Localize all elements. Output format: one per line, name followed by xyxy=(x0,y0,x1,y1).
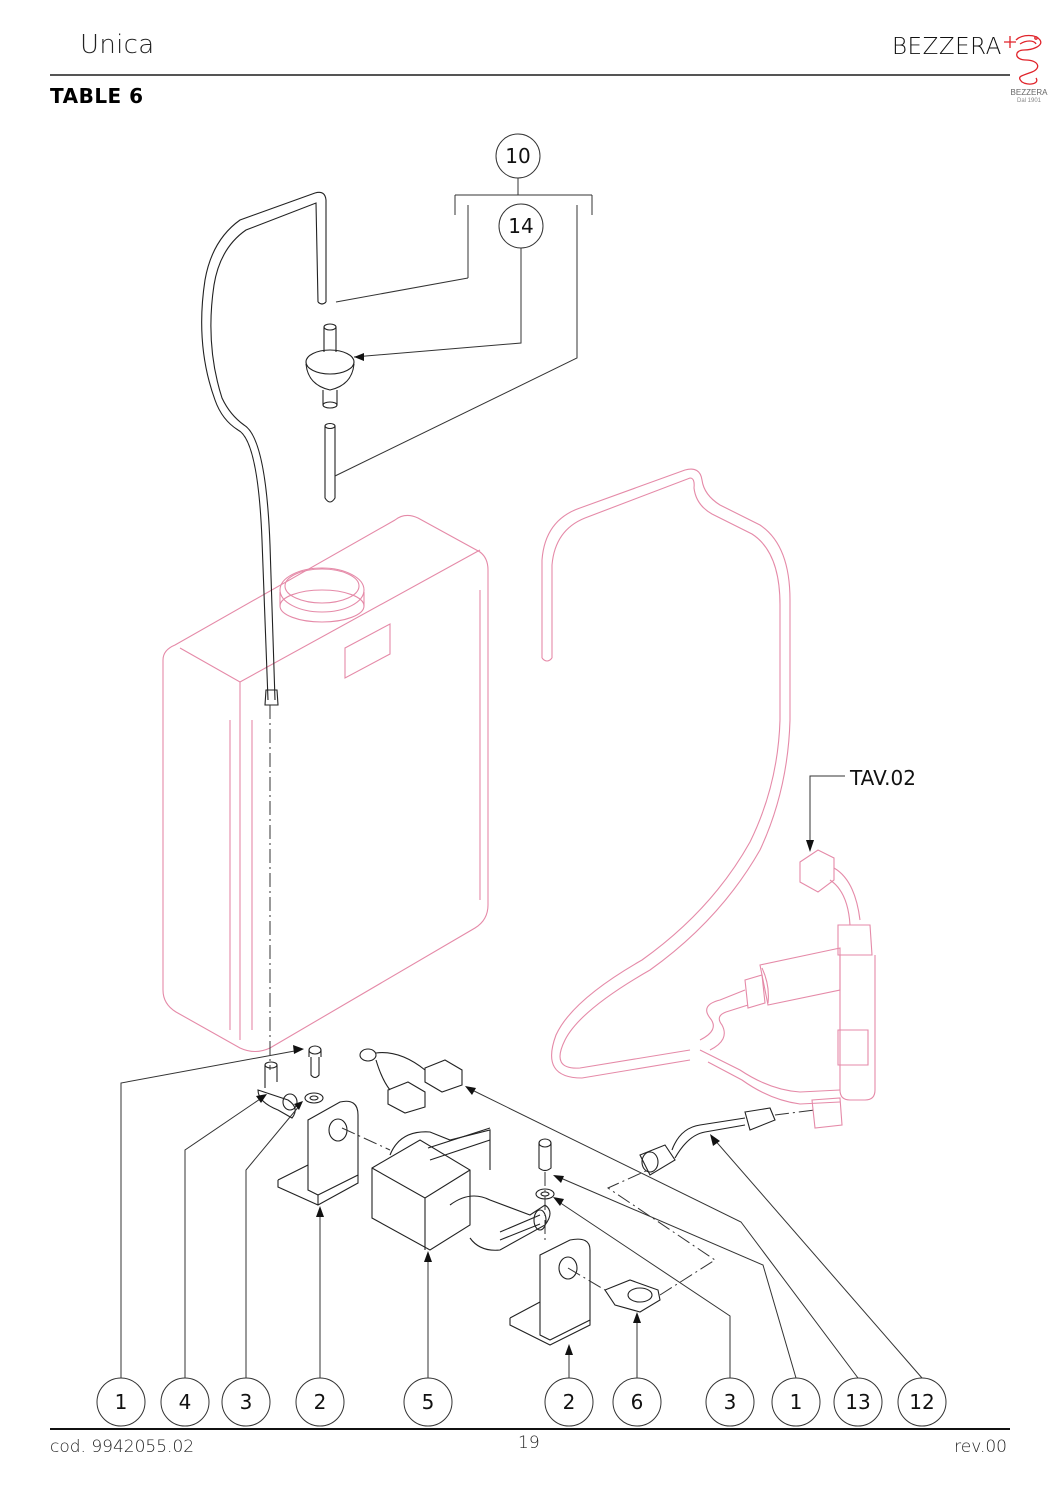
callout-number: 6 xyxy=(631,1390,644,1414)
wire-connector-part xyxy=(359,1048,463,1114)
screw-washer-left xyxy=(304,1045,324,1104)
footer-divider xyxy=(50,1428,1010,1430)
callout-balloon-13: 13 xyxy=(833,1377,883,1427)
long-tube-part xyxy=(201,191,327,706)
callout-number: 3 xyxy=(724,1390,737,1414)
callout-number: 10 xyxy=(505,144,530,168)
callout-number: 14 xyxy=(508,214,533,238)
callout-balloon-1: 1 xyxy=(96,1377,146,1427)
elbow-fitting-part xyxy=(604,1279,661,1313)
callout-number: 5 xyxy=(422,1390,435,1414)
header-divider xyxy=(50,74,1010,76)
reference-label: TAV.02 xyxy=(849,766,916,790)
callout-number: 13 xyxy=(845,1390,870,1414)
callout-balloon-12: 12 xyxy=(897,1377,947,1427)
callout-balloon-3: 3 xyxy=(221,1377,271,1427)
callout-number: 12 xyxy=(909,1390,934,1414)
check-valve-part xyxy=(305,323,355,503)
bottom-leader-lines xyxy=(120,1045,923,1379)
callout-balloon-4: 4 xyxy=(160,1377,210,1427)
top-callout-bracket xyxy=(334,178,593,477)
callout-number: 3 xyxy=(240,1390,253,1414)
page-number: 19 xyxy=(518,1433,540,1453)
model-title: Unica xyxy=(80,30,155,60)
callout-balloon-6: 6 xyxy=(612,1377,662,1427)
braided-pipe-part xyxy=(639,1107,776,1176)
vibration-pump-part xyxy=(371,1127,551,1251)
t-fitting-assembly-outline xyxy=(699,849,876,1129)
callout-number: 4 xyxy=(179,1390,192,1414)
callout-balloon-3b: 3 xyxy=(705,1377,755,1427)
callout-balloon-1b: 1 xyxy=(771,1377,821,1427)
bezzera-snake-logo-icon xyxy=(1004,34,1042,85)
return-tube-outline xyxy=(541,468,791,1079)
table-label: TABLE 6 xyxy=(50,84,144,108)
logo-text: BEZZERA xyxy=(1010,88,1048,97)
document-code: cod. 9942055.02 xyxy=(50,1437,195,1457)
revision-label: rev.00 xyxy=(954,1437,1007,1457)
bracket-right-part xyxy=(509,1238,591,1346)
callout-number: 1 xyxy=(790,1390,803,1414)
water-tank-outline xyxy=(162,514,489,1053)
callout-balloon-2: 2 xyxy=(295,1377,345,1427)
elbow-connector-part xyxy=(257,1061,298,1119)
logo-caption: BEZZERA Dal 1901 xyxy=(1004,88,1054,106)
callout-number: 1 xyxy=(115,1390,128,1414)
callout-balloon-10: 10 xyxy=(495,133,541,179)
callout-number: 2 xyxy=(314,1390,327,1414)
callout-balloon-2b: 2 xyxy=(544,1377,594,1427)
logo-tagline: Dal 1901 xyxy=(1016,98,1042,104)
callout-balloon-5: 5 xyxy=(403,1377,453,1427)
brand-name: BEZZERA xyxy=(892,34,1002,60)
callout-number: 2 xyxy=(563,1390,576,1414)
callout-balloon-14: 14 xyxy=(498,203,544,249)
reference-callout-tav02: TAV.02 xyxy=(806,766,916,852)
